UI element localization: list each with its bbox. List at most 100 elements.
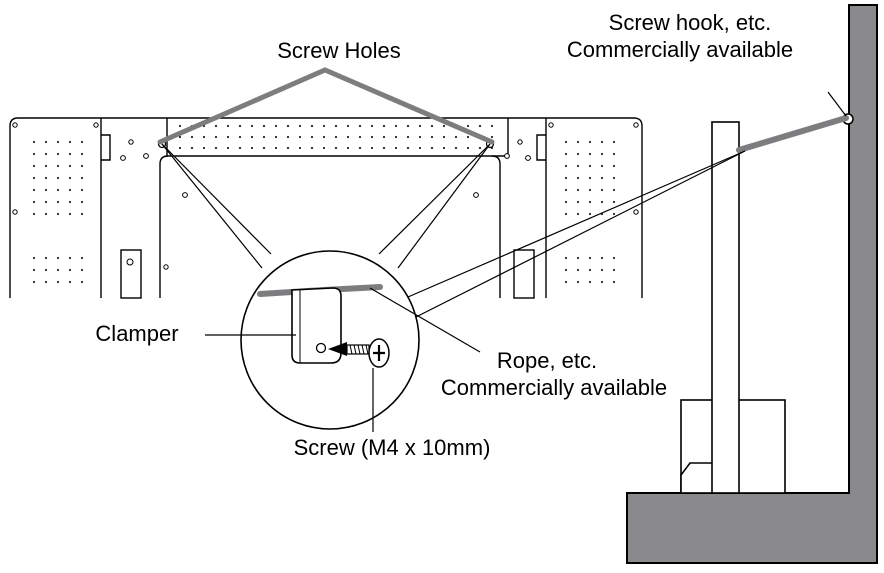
vent-dot — [68, 140, 72, 144]
rear-screw — [633, 122, 639, 128]
vent-dot — [612, 256, 616, 260]
vent-dot — [600, 176, 604, 180]
rear-screw — [12, 122, 18, 128]
screw-direction-arrow-icon — [328, 342, 347, 356]
vent-dot — [600, 188, 604, 192]
vent-dot — [322, 135, 326, 139]
vent-dot — [564, 164, 568, 168]
vent-dot — [286, 146, 290, 150]
vent-dot — [564, 140, 568, 144]
vent-dot — [44, 140, 48, 144]
vent-dot — [600, 280, 604, 284]
vent-dot — [576, 164, 580, 168]
vent-dot — [56, 152, 60, 156]
vent-dot — [80, 152, 84, 156]
vent-dot — [202, 146, 206, 150]
callout-wedge-line — [161, 143, 272, 255]
tv-rear-handle-left — [120, 249, 142, 299]
vent-dot — [612, 164, 616, 168]
vent-dot — [564, 188, 568, 192]
vent-dot — [382, 124, 386, 128]
vent-dot — [564, 212, 568, 216]
screw-hook-label-line2: Commercially available — [567, 37, 793, 62]
vent-dot — [358, 135, 362, 139]
tv-rear-outline — [9, 117, 643, 298]
vent-dot — [406, 124, 410, 128]
vent-dot — [178, 124, 182, 128]
vent-dot — [612, 152, 616, 156]
rear-screw — [473, 192, 479, 198]
callout-wedge-line — [378, 143, 491, 255]
vent-dot — [600, 256, 604, 260]
screw-label: Screw (M4 x 10mm) — [294, 435, 491, 460]
vent-dot — [430, 146, 434, 150]
screw-thread — [349, 344, 369, 355]
vent-dot — [214, 124, 218, 128]
vent-dot — [298, 135, 302, 139]
vent-dot — [612, 212, 616, 216]
rear-screw — [12, 209, 18, 215]
vent-dot — [274, 124, 278, 128]
vent-dot — [370, 146, 374, 150]
vent-dot — [32, 140, 36, 144]
detail-callout — [161, 143, 746, 430]
vent-dot — [346, 124, 350, 128]
vent-dot — [250, 124, 254, 128]
vent-dot — [32, 268, 36, 272]
vent-dot — [178, 146, 182, 150]
vent-dot — [32, 188, 36, 192]
vent-dot — [32, 212, 36, 216]
vent-dot — [382, 146, 386, 150]
vent-dot — [490, 124, 494, 128]
vent-dot — [226, 135, 230, 139]
rear-screw — [633, 209, 639, 215]
vent-dot — [44, 176, 48, 180]
vent-dot — [68, 280, 72, 284]
rear-screw — [128, 139, 134, 145]
vent-dot — [576, 176, 580, 180]
vent-dot — [56, 280, 60, 284]
rope-leader — [369, 287, 481, 353]
vent-dot — [44, 200, 48, 204]
screw-phillips-cross — [373, 345, 385, 361]
vent-dot — [588, 164, 592, 168]
rope-label-line2: Commercially available — [441, 375, 667, 400]
tv-side-view — [680, 121, 786, 494]
vent-dot — [334, 146, 338, 150]
rear-screw — [93, 122, 99, 128]
callout-wedge-line — [161, 143, 263, 269]
vent-dot — [564, 268, 568, 272]
vent-dot — [576, 188, 580, 192]
tv-rear-inner-left — [159, 155, 169, 298]
vent-dot — [564, 256, 568, 260]
vent-dot — [238, 135, 242, 139]
vent-dot — [32, 200, 36, 204]
vent-dot — [226, 146, 230, 150]
vent-dot — [68, 164, 72, 168]
tv-panel-side — [711, 121, 740, 494]
vent-dot — [56, 164, 60, 168]
rear-screw — [163, 264, 169, 270]
rear-screw — [517, 139, 523, 145]
screw-holes-pointer — [157, 67, 495, 145]
vent-dot — [612, 188, 616, 192]
vent-dot — [612, 176, 616, 180]
vent-dot — [370, 124, 374, 128]
vent-dot — [80, 140, 84, 144]
vent-dot — [442, 124, 446, 128]
tv-rear-vents — [32, 124, 616, 284]
vent-dot — [32, 164, 36, 168]
vent-dot — [238, 146, 242, 150]
vent-dot — [346, 135, 350, 139]
screw-hook-label-line1: Screw hook, etc. — [609, 10, 772, 35]
vent-dot — [250, 146, 254, 150]
vent-dot — [600, 164, 604, 168]
vent-dot — [310, 135, 314, 139]
wall-and-floor — [626, 4, 878, 564]
rear-screw — [120, 155, 126, 161]
vent-dot — [68, 200, 72, 204]
vent-dot — [68, 268, 72, 272]
vent-dot — [262, 124, 266, 128]
vent-dot — [564, 200, 568, 204]
